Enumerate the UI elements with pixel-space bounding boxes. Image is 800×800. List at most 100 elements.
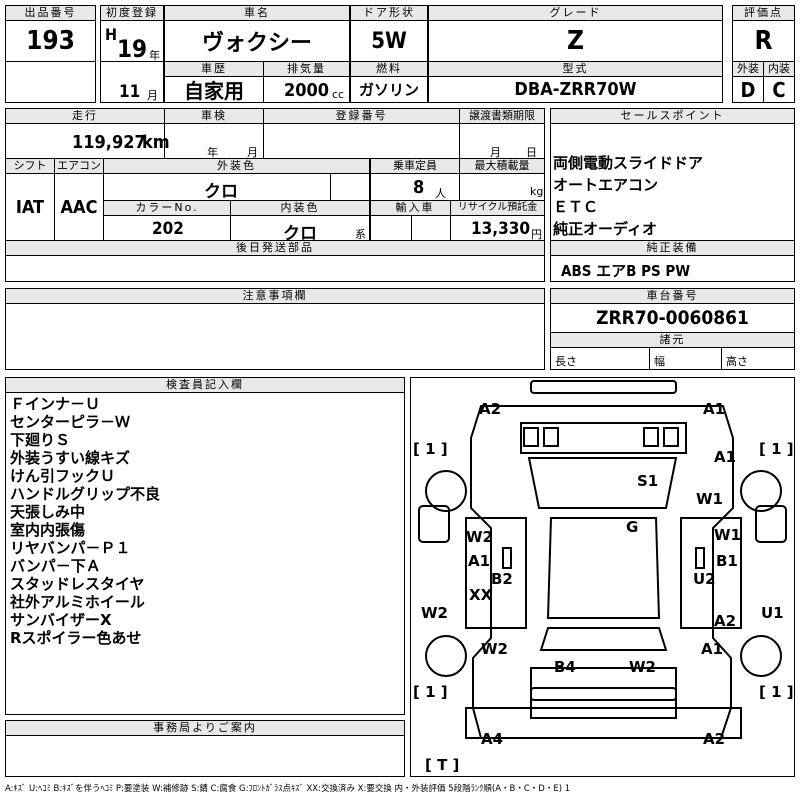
selling-point-item: 純正オーディオ [553, 220, 657, 238]
insp-year: 年 [207, 146, 218, 159]
recycle-cell: 13,330 円 [450, 215, 545, 241]
mark-u2-r: U2 [693, 570, 716, 588]
mark-w2-rear: W2 [629, 658, 656, 676]
mark-w2-l1: W2 [466, 528, 493, 546]
import-cell-a [370, 215, 412, 241]
inspector-note-item: スタッドレスタイヤ [10, 575, 145, 593]
genuine-value: ABS エアB PS PW [561, 262, 691, 280]
max-load-cell: kg [459, 173, 545, 201]
bracket-bottom-left: [ 1 ] [413, 683, 448, 701]
year-unit: 年 [149, 49, 160, 62]
first-reg-header: 初度登録 [100, 5, 164, 21]
width-cell: 幅 [649, 347, 722, 370]
first-reg-cell: H 19 年 [100, 20, 164, 63]
bracket-bottom-right: [ 1 ] [759, 683, 794, 701]
inspector-note-item: 下廻りＳ [10, 431, 71, 449]
inspector-note-item: Ｆインナ－Ｕ [10, 395, 101, 413]
inspection-cell: 年 月 [164, 123, 264, 159]
ext-color-extra [330, 173, 370, 201]
fuel-header: 燃料 [350, 61, 428, 77]
aircon-header: エアコン [54, 158, 104, 174]
lot-no-blank [5, 61, 96, 103]
inspector-note-item: リヤバンパ－Ｐ１ [10, 539, 131, 557]
recycle-header: リサイクル預託金 [450, 200, 545, 216]
door-value: 5W [350, 20, 428, 62]
chassis-value: ZRR70-0060861 [550, 303, 795, 333]
mileage-value: 119,927 [72, 132, 146, 153]
lot-no-value: 193 [5, 20, 96, 62]
grade-header: グレード [428, 5, 723, 21]
ext-color-header: 外装色 [103, 158, 370, 174]
ext-color-cell: クロ [103, 173, 331, 202]
car-name-header: 車名 [164, 5, 350, 21]
later-parts-cell [5, 255, 545, 282]
mark-b1-r: B1 [716, 552, 738, 570]
shift-header: シフト [5, 158, 55, 174]
int-color-value: クロ [283, 224, 317, 244]
exterior-value: D [732, 76, 764, 103]
height-cell: 高さ [721, 347, 795, 370]
displacement-cell: 2000 cc [263, 76, 350, 103]
max-load-header: 最大積載量 [459, 158, 545, 174]
width-label: 幅 [654, 355, 665, 368]
inspector-note-item: サンバイザーX [10, 611, 112, 629]
exterior-header: 外装 [732, 61, 764, 77]
capacity-value: 8 [413, 177, 425, 198]
recycle-value: 13,330 [471, 219, 531, 239]
year-value: 19 [117, 35, 148, 63]
mark-s1: S1 [637, 472, 659, 490]
history-value: 自家用 [164, 76, 264, 103]
displacement-value: 2000 [284, 80, 330, 101]
score-header: 評価点 [732, 5, 795, 21]
inspector-note-item: けん引フックＵ [10, 467, 116, 485]
selling-point-item: ＥＴＣ [553, 198, 599, 216]
shift-value: IAT [5, 173, 55, 241]
int-color-header: 内装色 [230, 200, 370, 216]
transfer-day: 日 [526, 146, 537, 159]
insp-month: 月 [247, 146, 258, 159]
legend: A:ｷｽﾞ U:ﾍｺﾐ B:ｷｽﾞを伴うﾍｺﾐ P:要塗装 W:補修跡 S:錆 … [5, 784, 571, 794]
score-value: R [732, 20, 795, 62]
chassis-header: 車台番号 [550, 288, 795, 304]
car-diagram-svg [418, 380, 787, 739]
notes-header: 注意事項欄 [5, 288, 545, 304]
capacity-unit: 人 [435, 187, 446, 200]
inspector-note-item: 社外アルミホイール [10, 593, 145, 611]
mark-xx-l: XX [469, 586, 493, 604]
office-header: 事務局よりご案内 [5, 720, 405, 736]
transfer-cell: 月 日 [459, 123, 545, 159]
mark-w1-r1: W1 [696, 490, 723, 508]
mark-a1-l: A1 [468, 552, 491, 570]
max-load-unit: kg [530, 185, 544, 198]
mark-g: G [626, 518, 639, 536]
office-cell [5, 735, 405, 777]
mark-b4-rear: B4 [554, 658, 576, 676]
inspector-header: 検査員記入欄 [5, 377, 405, 393]
car-name-value: ヴォクシー [164, 20, 350, 62]
mark-a1-front: A1 [703, 400, 726, 418]
month-value: 11 [119, 82, 141, 102]
import-cell-b [411, 215, 451, 241]
color-no-cell: 202 [103, 215, 231, 241]
mark-a2-rear: A2 [703, 730, 726, 748]
month-cell: 11 月 [100, 61, 164, 103]
inspector-note-item: 室内内張傷 [10, 521, 86, 539]
length-label: 長さ [555, 355, 577, 368]
inspector-note-item: 外装うすい線キズ [10, 449, 131, 467]
capacity-cell: 8 人 [370, 173, 460, 201]
mileage-cell: 119,927 km [5, 123, 170, 159]
model-header: 型式 [428, 61, 723, 77]
mark-a1-r1: A1 [714, 448, 737, 466]
color-no-header: カラーNo. [103, 200, 231, 216]
bracket-bottom: [ T ] [425, 756, 460, 774]
mileage-header: 走行 [5, 108, 165, 124]
bracket-top-left: [ 1 ] [413, 440, 448, 458]
mark-w2-l3: W2 [481, 640, 508, 658]
inspection-header: 車検 [164, 108, 264, 124]
length-cell: 長さ [550, 347, 650, 370]
inspector-note-item: センターピラ－Ｗ [10, 413, 131, 431]
month-unit: 月 [147, 89, 158, 102]
mark-b2-l: B2 [491, 570, 513, 588]
